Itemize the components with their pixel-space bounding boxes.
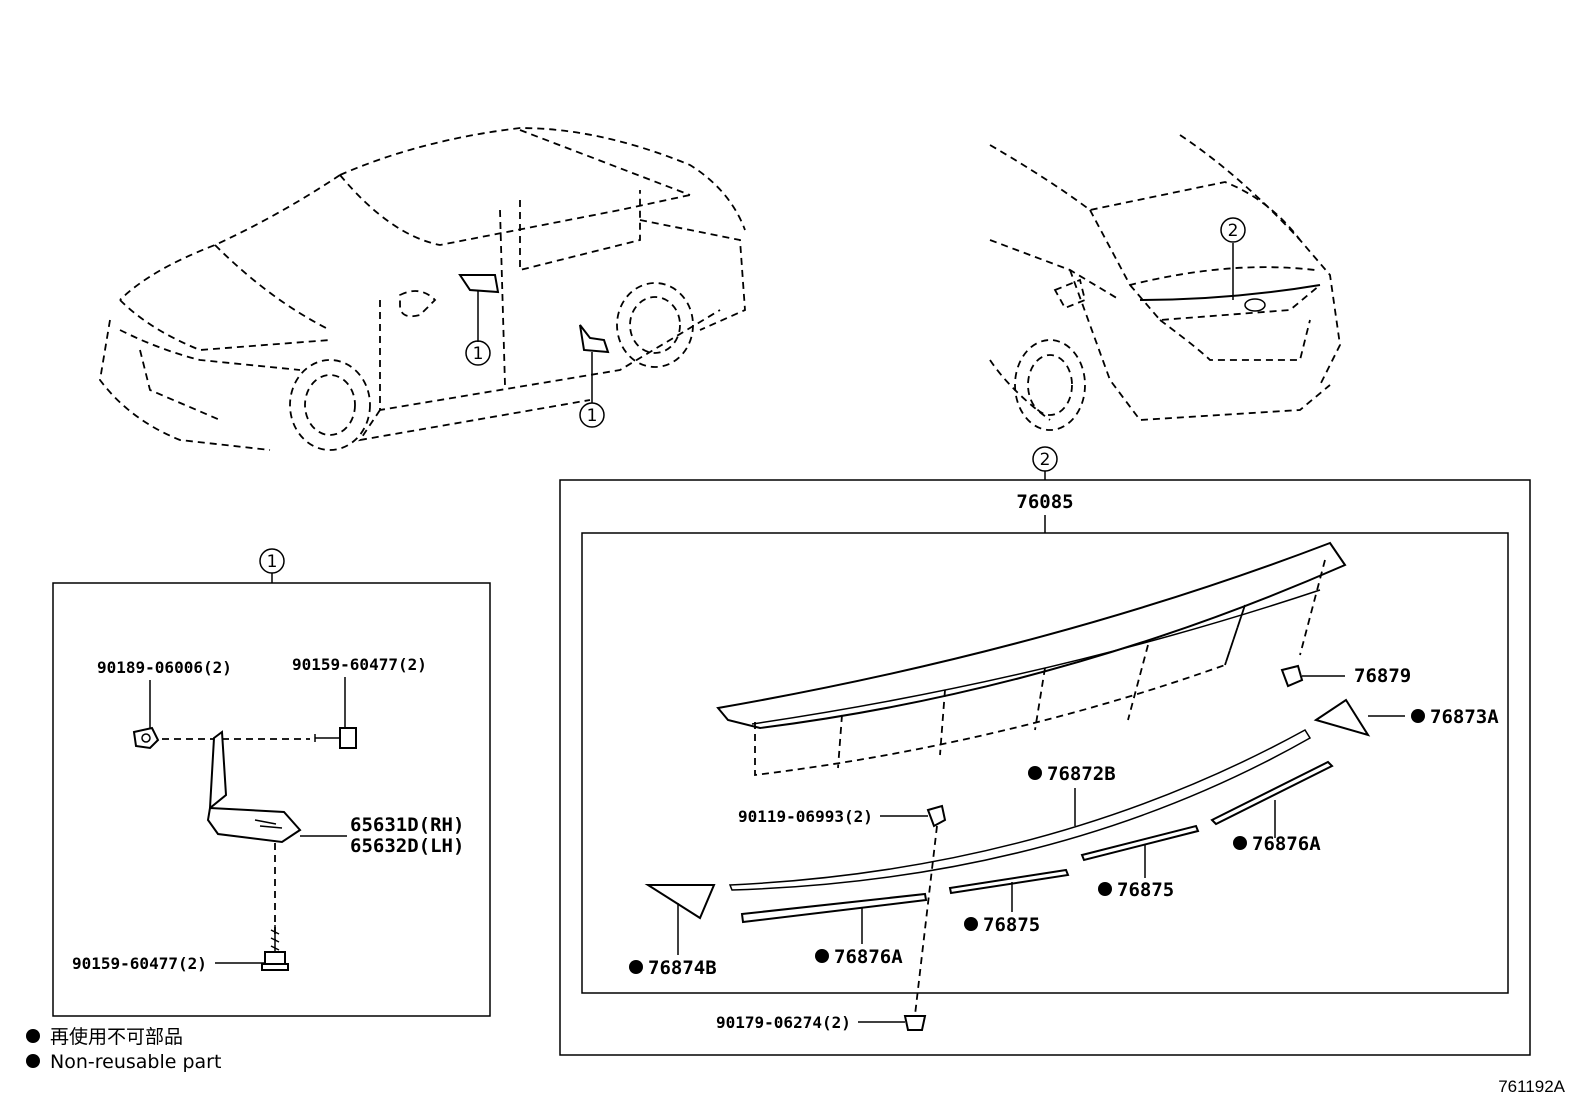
cover-left-icon — [644, 884, 716, 920]
moulding-76872B-icon — [728, 729, 1312, 891]
diagram-code: 761192A — [1498, 1077, 1565, 1096]
callout-1-mirror: 1 — [465, 340, 491, 366]
label-90119-06993: 90119-06993(2) — [738, 807, 873, 826]
callout-1-rocker: 1 — [579, 402, 605, 428]
section-1-frame — [52, 582, 491, 1017]
section-2: 2 76085 76879 76873A 76872B — [559, 446, 1531, 1056]
nut-clip-icon — [926, 804, 947, 828]
label-76872B: 76872B — [1047, 763, 1116, 785]
section-1-callout: 1 — [259, 548, 285, 574]
nut-icon — [132, 726, 160, 750]
bullet-icon — [26, 1029, 40, 1043]
callout-2-label: 2 — [1228, 221, 1239, 241]
label-76876A-right: 76876A — [1252, 833, 1321, 855]
section-2-inner-frame — [581, 532, 1509, 994]
cover-right-icon — [1313, 698, 1371, 737]
legend: 再使用不可部品 Non-reusable part — [26, 1026, 221, 1073]
strip-right-icon — [1210, 760, 1334, 826]
label-76875-left: 76875 — [983, 914, 1040, 936]
bolt-icon — [314, 727, 357, 749]
label-90189-06006: 90189-06006(2) — [97, 658, 232, 677]
section-2-callout: 2 — [1032, 446, 1058, 472]
label-76873A: 76873A — [1430, 706, 1499, 728]
label-76876A-left: 76876A — [834, 946, 903, 968]
clip-76879-icon — [1280, 664, 1304, 688]
label-76085: 76085 — [1016, 491, 1073, 513]
label-65631D: 65631D(RH) — [350, 814, 464, 836]
section-1-callout-label: 1 — [267, 552, 278, 572]
car-front-view — [99, 127, 746, 451]
callout-1-label: 1 — [473, 344, 484, 364]
callout-2-rear: 2 — [1220, 217, 1246, 243]
spoiler-icon — [716, 541, 1347, 777]
section-2-outer-frame — [559, 479, 1531, 1056]
label-90159-60477-top: 90159-60477(2) — [292, 655, 427, 674]
strip-mid-right-icon — [1080, 824, 1200, 862]
legend-en: Non-reusable part — [50, 1051, 221, 1073]
section-2-callout-label: 2 — [1040, 450, 1051, 470]
label-76875-right: 76875 — [1117, 879, 1174, 901]
label-65632D: 65632D(LH) — [350, 835, 464, 857]
strip-mid-left-icon — [948, 868, 1070, 895]
car-rear-view — [989, 134, 1341, 431]
label-90159-60477-bottom: 90159-60477(2) — [72, 954, 207, 973]
label-76879: 76879 — [1354, 665, 1411, 687]
bolt-bottom-icon — [261, 925, 289, 971]
label-76874B: 76874B — [648, 957, 717, 979]
callout-1-label: 1 — [587, 406, 598, 426]
strip-left-icon — [740, 892, 928, 924]
bullet-icon — [26, 1054, 40, 1068]
legend-jp: 再使用不可部品 — [50, 1026, 183, 1048]
section-1: 1 90189-06006(2) 90159-60477(2) 65631D(R… — [52, 548, 491, 1017]
label-90179-06274: 90179-06274(2) — [716, 1013, 851, 1032]
bracket-icon — [206, 730, 302, 844]
clip-bottom-icon — [903, 1015, 927, 1031]
